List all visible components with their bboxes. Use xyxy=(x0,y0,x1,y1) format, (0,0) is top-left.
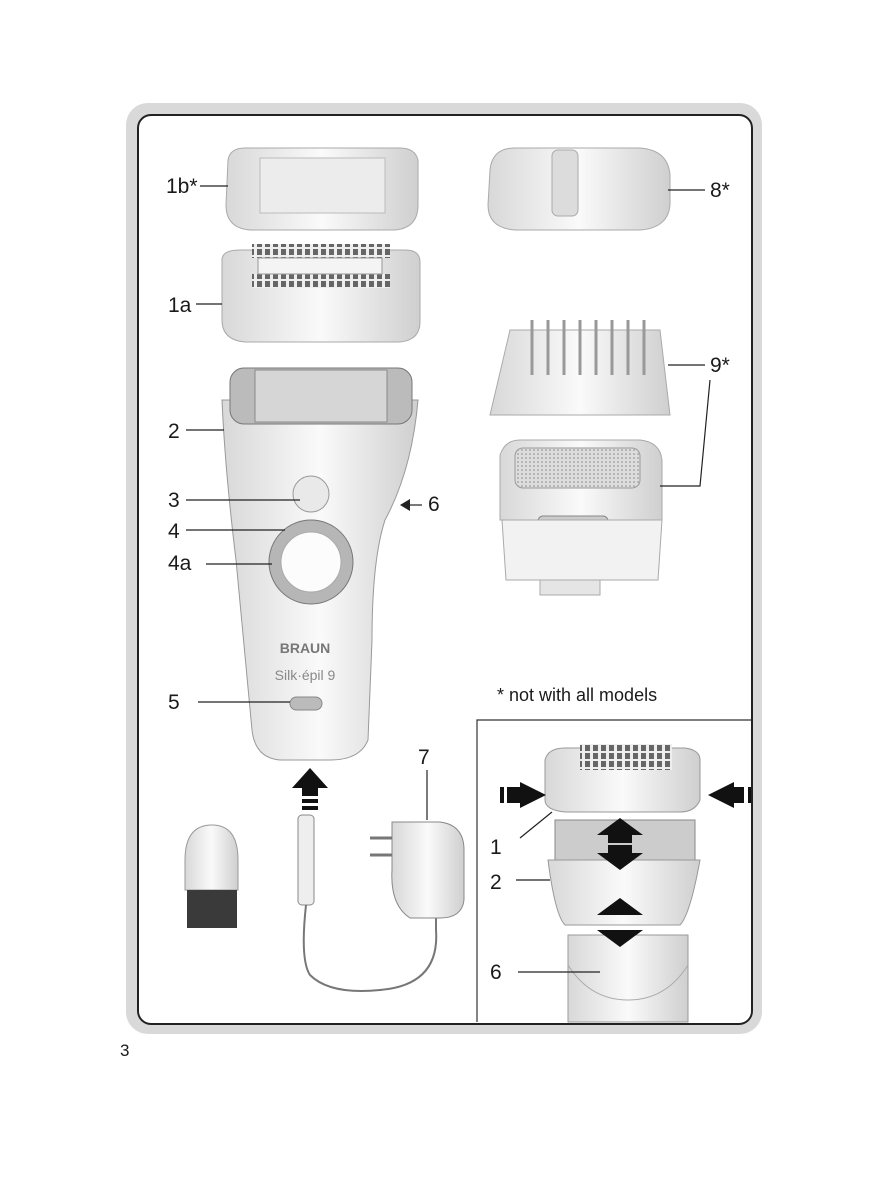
trimmer-comb-9 xyxy=(489,320,671,416)
shaver-head xyxy=(499,439,663,596)
power-adapter-7 xyxy=(297,814,465,992)
brand-logo: BRAUN xyxy=(280,640,331,656)
callout-3: 3 xyxy=(168,489,180,512)
callout-5: 5 xyxy=(168,691,180,714)
callout-7: 7 xyxy=(418,746,430,769)
inset-callout-2: 2 xyxy=(490,871,502,894)
inset-assembly xyxy=(500,744,751,1023)
callout-6: 6 xyxy=(428,493,440,516)
epilation-head-1a xyxy=(221,244,421,343)
inset-box xyxy=(476,719,751,1022)
insert-arrow-icon xyxy=(292,768,328,810)
cleaning-brush xyxy=(184,824,239,928)
callout-8: 8* xyxy=(710,179,730,202)
callout-1a: 1a xyxy=(168,294,192,317)
page-number: 3 xyxy=(120,1041,130,1060)
epilator-body: BRAUN Silk·épil 9 xyxy=(221,367,419,761)
model-label: Silk·épil 9 xyxy=(275,667,336,683)
inset-callout-6: 6 xyxy=(490,961,502,984)
efficiency-cap-1b xyxy=(225,147,419,231)
footnote: * not with all models xyxy=(497,685,658,705)
callout-1b: 1b* xyxy=(166,175,198,198)
inset-callout-1: 1 xyxy=(490,836,502,859)
leader-lines xyxy=(186,185,711,973)
shaver-cap-8 xyxy=(487,147,671,231)
callout-4a: 4a xyxy=(168,552,192,575)
callout-9: 9* xyxy=(710,354,730,377)
callout-4: 4 xyxy=(168,520,180,543)
arrow-icon xyxy=(400,499,410,511)
callout-2: 2 xyxy=(168,420,180,443)
assembly-arrows-icon xyxy=(500,782,751,947)
